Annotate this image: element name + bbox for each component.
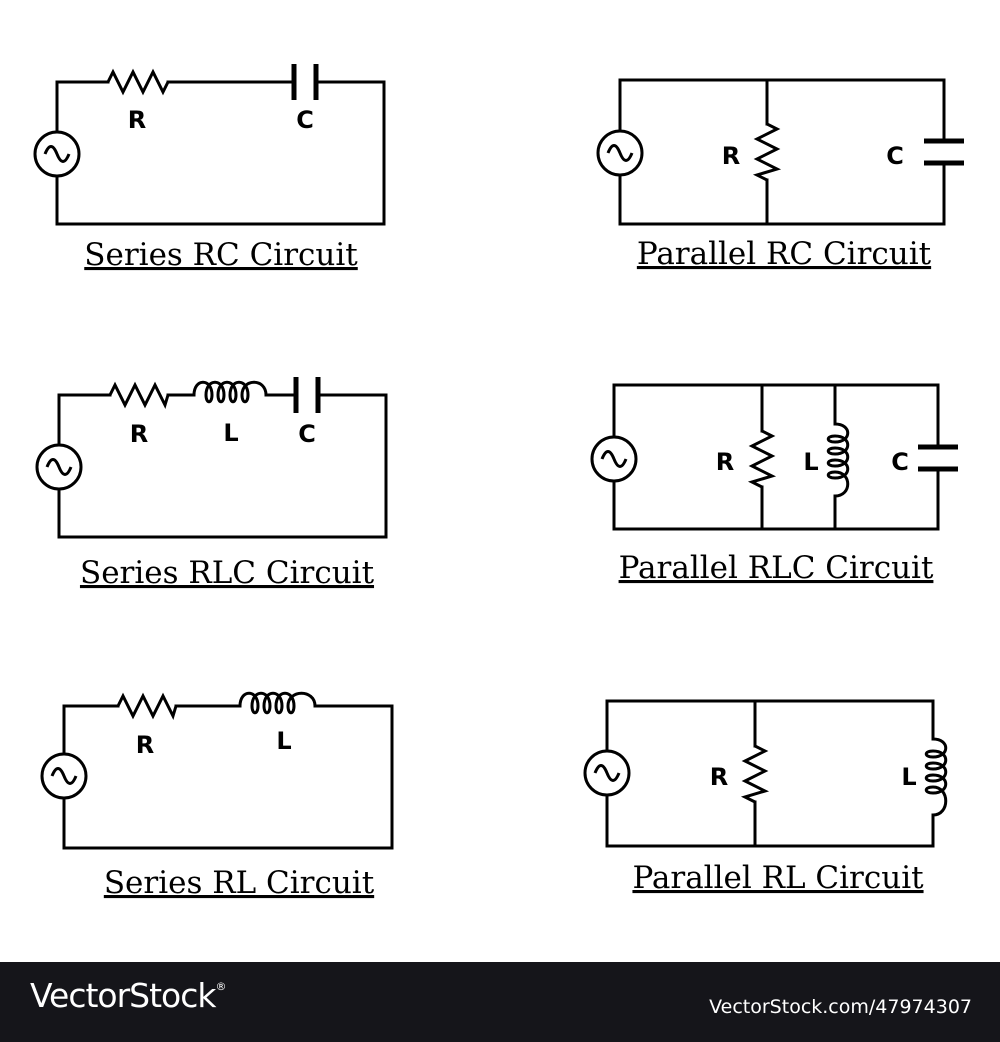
- ac-source-icon: [35, 443, 83, 491]
- parallel-rl-caption: Parallel RL Circuit: [632, 860, 924, 896]
- watermark-footer: VectorStock® VectorStock.com/47974307: [0, 962, 1000, 1042]
- series-rlc-caption: Series RLC Circuit: [80, 555, 375, 591]
- registered-mark: ®: [215, 980, 227, 993]
- series-rlc-circuit: R L C Series RLC Circuit: [35, 377, 388, 591]
- inductor-icon: [238, 691, 317, 715]
- series-rlc-wire-loop: [57, 393, 388, 539]
- parallel-rc-circuit: R C Parallel RC Circuit: [596, 78, 964, 272]
- resistor-icon: [747, 429, 777, 489]
- ac-source-icon: [596, 129, 644, 177]
- parallel-rc-wire-bottom: [618, 162, 946, 226]
- parallel-rl-wire-top: [605, 699, 935, 753]
- inductor-icon: [924, 737, 948, 817]
- capacitor-icon: [918, 444, 958, 472]
- series-rl-wire: [62, 704, 120, 756]
- capacitor-label: C: [886, 142, 904, 170]
- resistor-label: R: [716, 448, 734, 476]
- series-rl-caption: Series RL Circuit: [104, 865, 375, 901]
- parallel-rc-caption: Parallel RC Circuit: [637, 236, 932, 272]
- ac-source-icon: [40, 752, 88, 800]
- series-rc-circuit: R C Series RC Circuit: [33, 64, 386, 273]
- resistor-label: R: [130, 420, 148, 448]
- capacitor-label: C: [298, 420, 316, 448]
- brand-logo: VectorStock®: [30, 976, 227, 1015]
- ac-source-icon: [590, 435, 638, 483]
- resistor-icon: [116, 692, 178, 721]
- series-rlc-wire: [57, 393, 112, 447]
- resistor-icon: [752, 122, 782, 182]
- resistor-label: R: [128, 106, 146, 134]
- series-rl-wire-loop: [62, 704, 394, 850]
- parallel-rc-wire-top: [618, 78, 946, 142]
- resistor-icon: [740, 744, 770, 804]
- image-url: VectorStock.com/47974307: [709, 996, 972, 1018]
- series-rl-circuit: R L Series RL Circuit: [40, 691, 394, 901]
- resistor-label: R: [136, 731, 154, 759]
- resistor-icon: [108, 381, 170, 410]
- inductor-label: L: [803, 448, 818, 476]
- resistor-icon: [106, 68, 170, 96]
- resistor-label: R: [710, 763, 728, 791]
- inductor-label: L: [276, 727, 291, 755]
- inductor-icon: [826, 422, 850, 498]
- parallel-rlc-circuit: R L C Parallel RLC Circuit: [590, 383, 958, 586]
- capacitor-icon: [293, 377, 321, 413]
- parallel-rlc-wire-bottom: [612, 467, 940, 531]
- parallel-rlc-caption: Parallel RLC Circuit: [619, 550, 934, 586]
- resistor-label: R: [722, 142, 740, 170]
- series-rc-caption: Series RC Circuit: [84, 237, 358, 273]
- parallel-rl-circuit: R L Parallel RL Circuit: [583, 699, 948, 896]
- brand-name: VectorStock: [30, 976, 216, 1015]
- capacitor-icon: [924, 138, 964, 166]
- parallel-rl-wire-bottom: [605, 793, 935, 848]
- inductor-label: L: [901, 763, 916, 791]
- ac-source-icon: [583, 749, 631, 797]
- inductor-icon: [192, 380, 268, 404]
- capacitor-label: C: [891, 448, 909, 476]
- parallel-rlc-wire-top: [612, 383, 940, 449]
- series-rc-wire-loop: [55, 80, 386, 226]
- capacitor-icon: [291, 64, 319, 100]
- inductor-label: L: [223, 419, 238, 447]
- circuit-diagrams: R C Series RC Circuit R C Parallel RC Ci…: [33, 64, 964, 901]
- capacitor-label: C: [296, 106, 314, 134]
- ac-source-icon: [33, 130, 81, 178]
- series-rc-wire: [55, 80, 110, 134]
